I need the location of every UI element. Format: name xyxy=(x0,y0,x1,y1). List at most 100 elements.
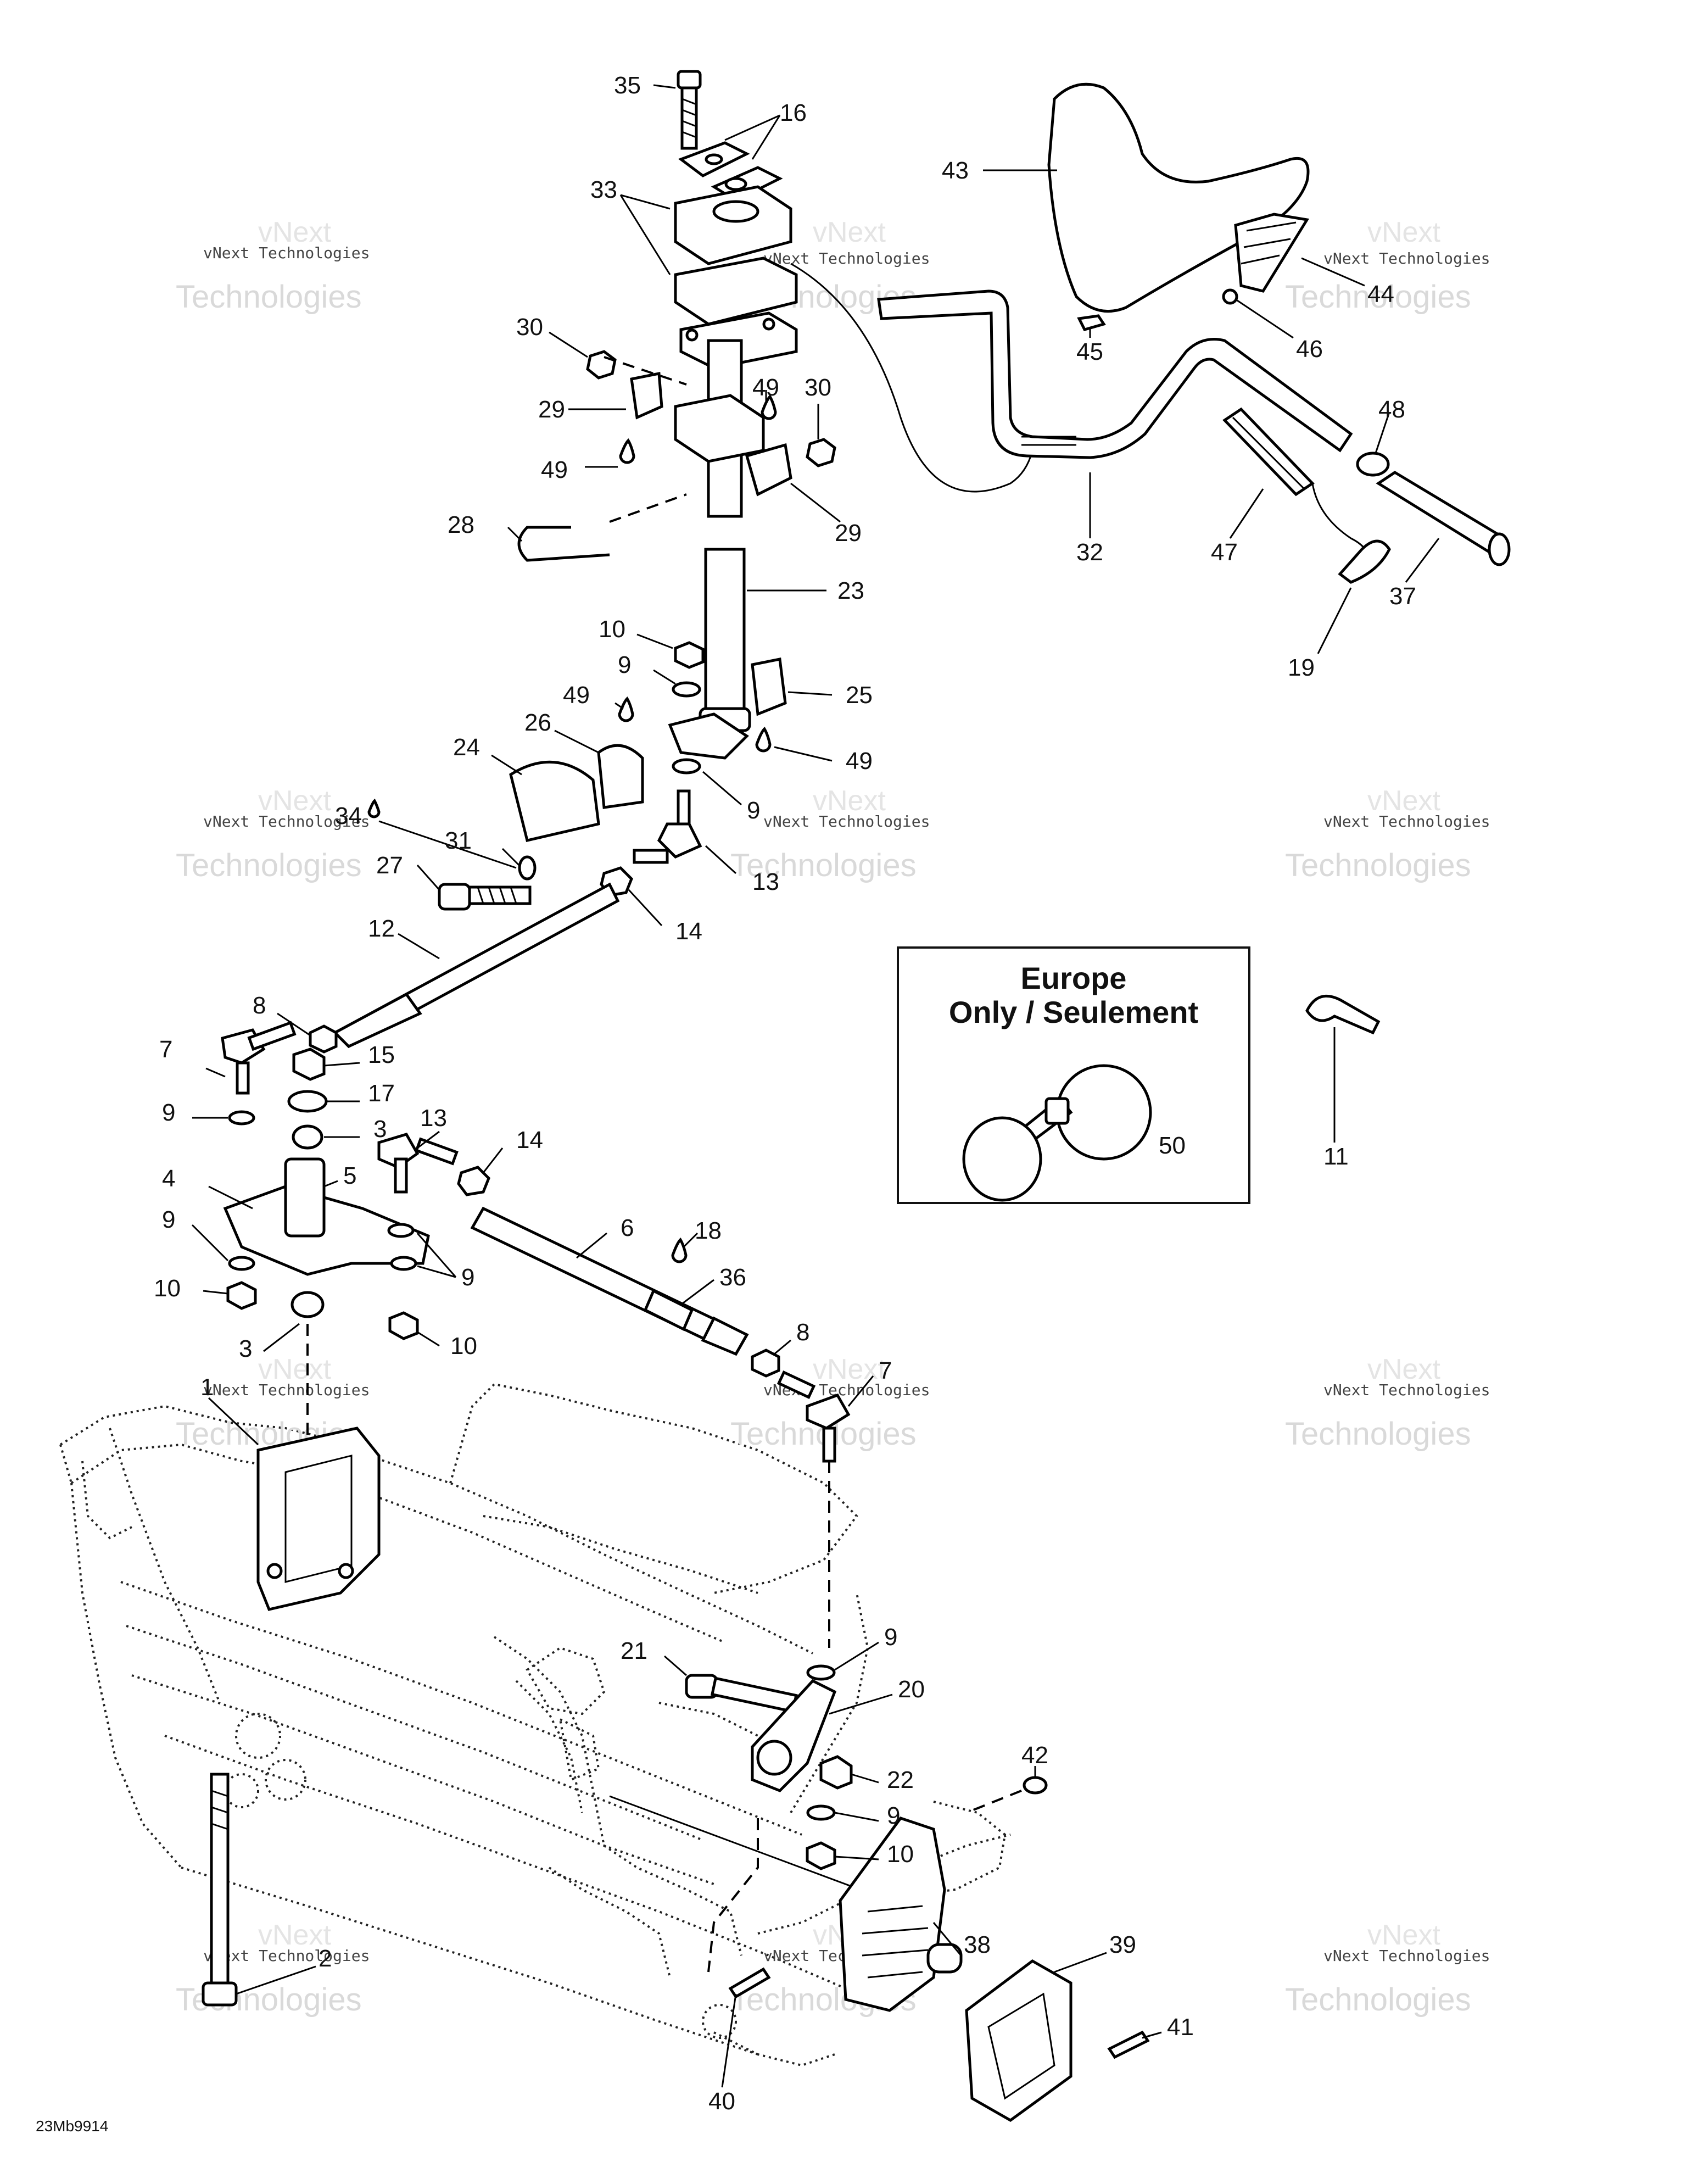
callout-9-pitman-lower: 9 xyxy=(887,1802,900,1829)
callout-9-left-lower: 9 xyxy=(162,1206,175,1233)
callout-18: 18 xyxy=(695,1217,722,1244)
svg-text:vNext: vNext xyxy=(813,216,886,248)
callout-17: 17 xyxy=(368,1080,395,1107)
svg-text:Technologies: Technologies xyxy=(176,279,362,315)
callout-36: 36 xyxy=(719,1264,746,1291)
seat-43 xyxy=(1047,82,1310,313)
nut-15 xyxy=(292,1048,326,1081)
horn-50 xyxy=(962,1064,1152,1202)
callout-37: 37 xyxy=(1389,583,1416,610)
callout-13-lower: 13 xyxy=(420,1105,447,1132)
callout-13-upper: 13 xyxy=(752,868,779,895)
callout-1: 1 xyxy=(200,1374,214,1401)
bolt-35 xyxy=(677,70,702,150)
callout-26: 26 xyxy=(524,709,551,736)
callout-48: 48 xyxy=(1378,396,1405,423)
callout-42: 42 xyxy=(1021,1742,1048,1769)
callout-11: 11 xyxy=(1323,1143,1349,1170)
svg-text:vNext Technologies: vNext Technologies xyxy=(203,244,370,262)
callout-46: 46 xyxy=(1296,336,1323,363)
callout-49-upper-right: 49 xyxy=(752,374,779,401)
callout-2: 2 xyxy=(319,1945,332,1972)
callout-8-upper: 8 xyxy=(253,992,266,1019)
clamp-24 xyxy=(509,760,600,842)
callout-33: 33 xyxy=(590,176,617,203)
nut-30a xyxy=(586,350,617,380)
svg-text:vNext: vNext xyxy=(258,1353,331,1385)
callout-9-column-base: 9 xyxy=(747,797,760,824)
grease-49c xyxy=(618,696,634,722)
svg-text:vNext: vNext xyxy=(258,785,331,817)
callout-38: 38 xyxy=(964,1931,991,1958)
ring-48 xyxy=(1356,452,1390,477)
rivet-40 xyxy=(728,1967,771,1999)
callout-19: 19 xyxy=(1288,654,1315,681)
bolt-27 xyxy=(438,883,471,911)
callout-9-left-upper: 9 xyxy=(162,1099,175,1126)
callout-7-upper: 7 xyxy=(159,1036,172,1063)
callout-14-upper: 14 xyxy=(675,918,702,945)
callout-34: 34 xyxy=(335,803,362,829)
grease-49a xyxy=(619,438,635,464)
callout-43: 43 xyxy=(942,157,969,184)
rod-end-7b xyxy=(806,1393,851,1430)
washer-42 xyxy=(1023,1776,1048,1795)
svg-text:vNext Technologies: vNext Technologies xyxy=(203,1947,370,1965)
svg-text:vNext: vNext xyxy=(813,785,886,817)
callout-49-lower-right: 49 xyxy=(846,748,873,775)
clamp-33 xyxy=(674,185,798,370)
svg-text:Technologies: Technologies xyxy=(1285,848,1471,883)
callout-29-right: 29 xyxy=(835,520,862,547)
callout-8-lower: 8 xyxy=(796,1319,809,1346)
callout-24: 24 xyxy=(453,734,480,761)
grip-44 xyxy=(1234,213,1310,293)
callout-10-left: 10 xyxy=(154,1275,181,1302)
bracket-1 xyxy=(256,1427,381,1611)
bushing-3b xyxy=(291,1291,325,1318)
washer-17 xyxy=(287,1090,328,1113)
inset-title-line2: Only / Seulement xyxy=(949,995,1198,1029)
svg-text:vNext Technologies: vNext Technologies xyxy=(763,249,930,268)
screw-45 xyxy=(1077,314,1106,331)
callout-50: 50 xyxy=(1159,1132,1186,1159)
callout-14-lower: 14 xyxy=(516,1127,543,1154)
leader-lines xyxy=(191,84,1440,2088)
svg-text:Technologies: Technologies xyxy=(1285,1416,1471,1452)
callout-9-pitman-upper: 9 xyxy=(884,1624,897,1651)
callout-7-lower: 7 xyxy=(879,1357,892,1384)
bushing-25 xyxy=(751,658,787,716)
nut-22 xyxy=(819,1755,853,1790)
callout-32: 32 xyxy=(1076,539,1103,566)
bushing-26 xyxy=(597,744,644,809)
callout-4: 4 xyxy=(162,1165,175,1192)
callout-30-right: 30 xyxy=(805,374,831,401)
bushing-29 xyxy=(630,371,792,497)
callout-27: 27 xyxy=(376,852,403,879)
svg-text:vNext Technologies: vNext Technologies xyxy=(1323,249,1490,268)
callout-39: 39 xyxy=(1109,1931,1136,1958)
grease-49d xyxy=(755,726,772,753)
callout-20: 20 xyxy=(898,1676,925,1703)
callout-25: 25 xyxy=(846,682,873,709)
svg-text:vNext: vNext xyxy=(1367,1919,1440,1951)
nut-8a xyxy=(309,1024,338,1054)
parts xyxy=(202,70,1511,2122)
handlebar-32 xyxy=(877,289,1353,459)
europe-inset-box: Europe Only / Seulement xyxy=(897,946,1250,1204)
callout-35: 35 xyxy=(614,72,641,99)
grease-49b xyxy=(761,394,777,420)
diagram-code: 23Mb9914 xyxy=(36,2118,108,2135)
callout-10-right: 10 xyxy=(450,1333,477,1360)
callout-10-col: 10 xyxy=(599,616,625,643)
svg-text:vNext: vNext xyxy=(1367,785,1440,817)
callout-9-right-pair: 9 xyxy=(461,1264,474,1291)
callout-28: 28 xyxy=(448,511,474,538)
callout-41: 41 xyxy=(1167,2014,1194,2041)
callout-16: 16 xyxy=(780,99,807,126)
inset-title-line1: Europe xyxy=(1021,961,1127,995)
svg-text:vNext Technologies: vNext Technologies xyxy=(763,812,930,831)
callout-21: 21 xyxy=(621,1637,647,1664)
svg-text:vNext Technologies: vNext Technologies xyxy=(203,812,370,831)
nut-8b xyxy=(751,1349,780,1378)
